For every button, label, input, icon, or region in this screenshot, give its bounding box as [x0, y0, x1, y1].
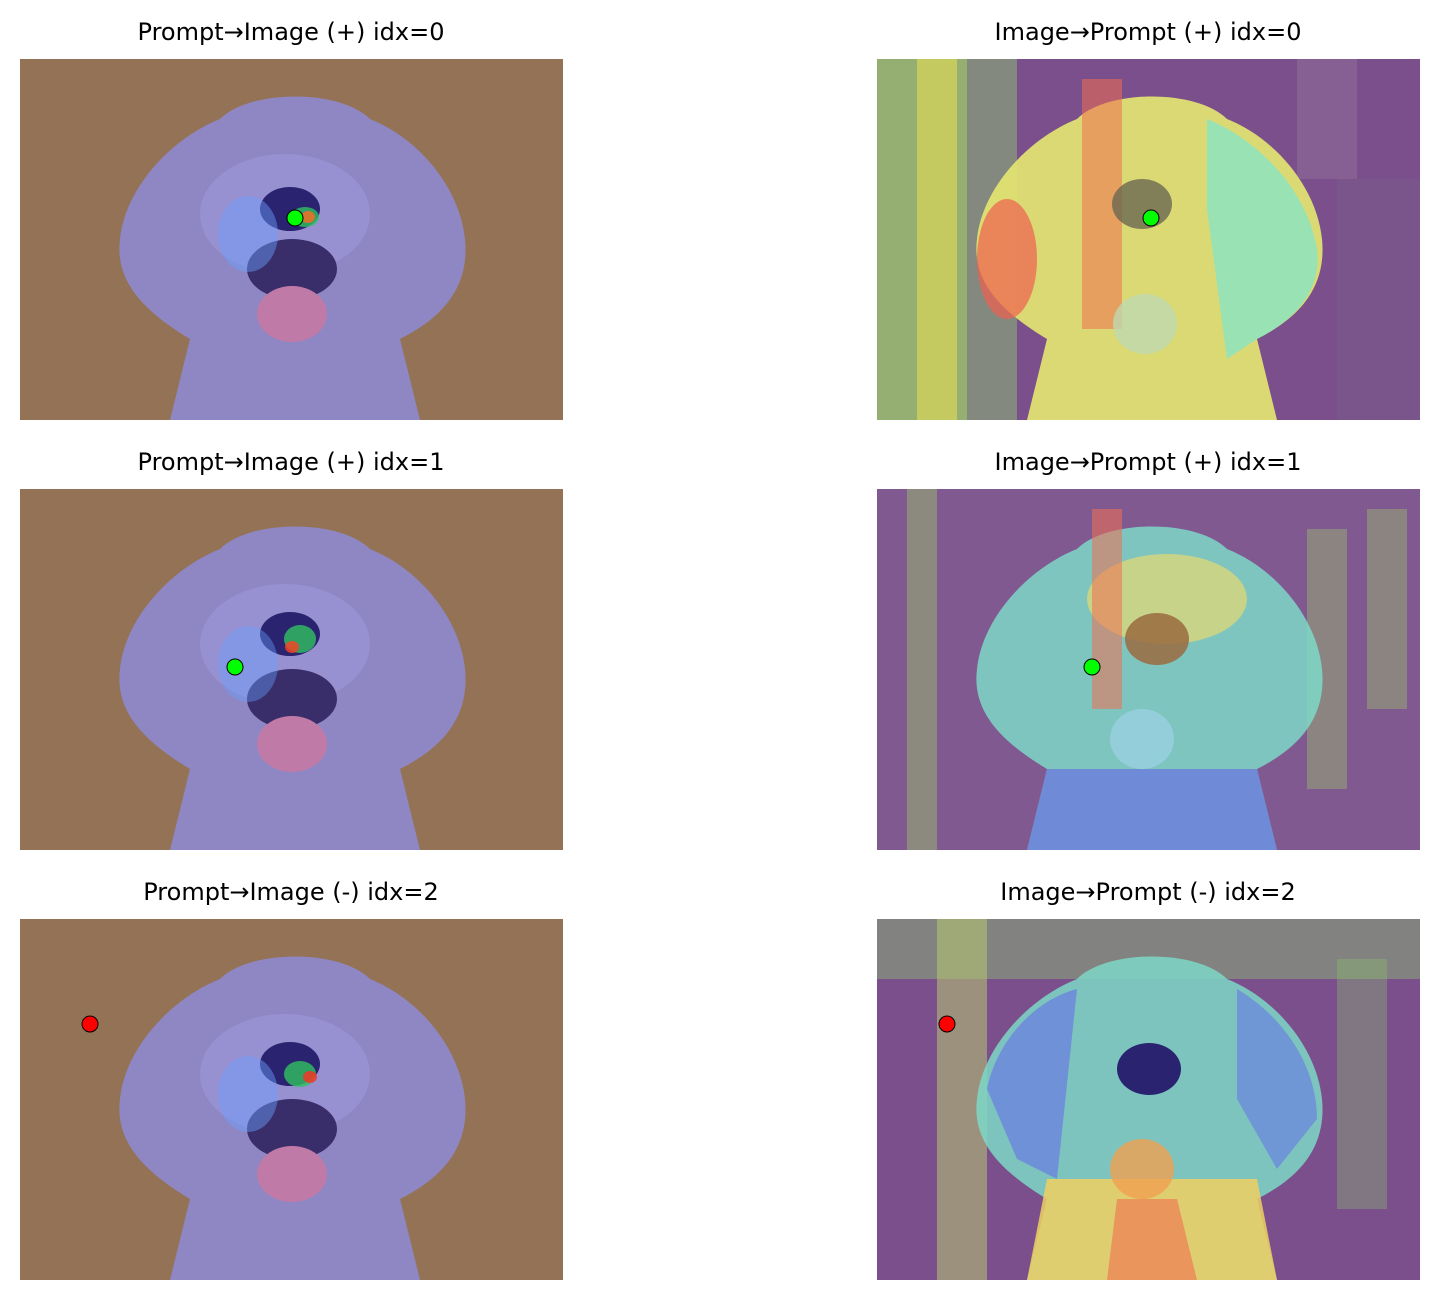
prompt-point-marker — [226, 658, 244, 676]
heatmap-overlay-image — [20, 489, 563, 850]
heatmap-overlay-image — [877, 919, 1420, 1280]
panel-image-to-prompt-idx0: Image→Prompt (+) idx=0 — [877, 18, 1420, 420]
prompt-point-marker — [286, 209, 304, 227]
panel-prompt-to-image-idx0: Prompt→Image (+) idx=0 — [20, 18, 563, 420]
heatmap-overlay-image — [877, 489, 1420, 850]
prompt-point-marker — [81, 1015, 99, 1033]
heatmap-overlay-image — [877, 59, 1420, 420]
heatmap-overlay-image — [20, 59, 563, 420]
panel-image-to-prompt-idx1: Image→Prompt (+) idx=1 — [877, 448, 1420, 850]
panel-title: Prompt→Image (+) idx=0 — [137, 18, 445, 46]
panel-title: Image→Prompt (-) idx=2 — [1000, 878, 1296, 906]
panel-title: Prompt→Image (+) idx=1 — [137, 448, 445, 476]
prompt-point-marker — [1142, 209, 1160, 227]
panel-title: Image→Prompt (+) idx=1 — [994, 448, 1302, 476]
panel-title: Image→Prompt (+) idx=0 — [994, 18, 1302, 46]
heatmap-overlay-image — [20, 919, 563, 1280]
panel-prompt-to-image-idx2: Prompt→Image (-) idx=2 — [20, 878, 563, 1280]
panel-title: Prompt→Image (-) idx=2 — [143, 878, 439, 906]
prompt-point-marker — [938, 1015, 956, 1033]
panel-image-to-prompt-idx2: Image→Prompt (-) idx=2 — [877, 878, 1420, 1280]
prompt-point-marker — [1083, 658, 1101, 676]
panel-prompt-to-image-idx1: Prompt→Image (+) idx=1 — [20, 448, 563, 850]
